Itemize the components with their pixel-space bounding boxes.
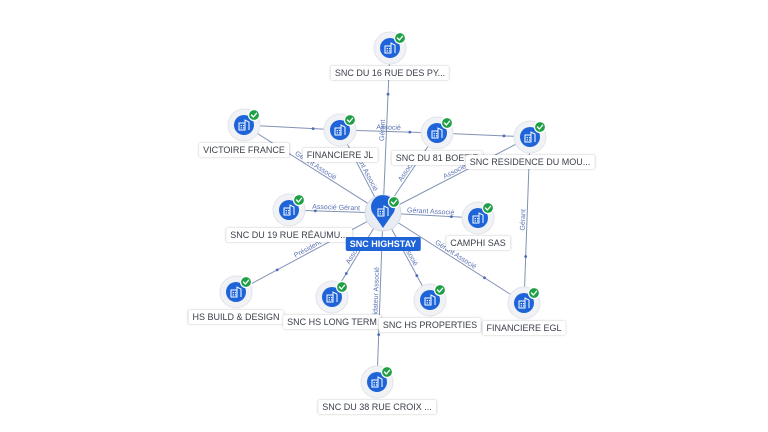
edge-arrow (386, 92, 390, 96)
check-circle-icon (440, 116, 454, 130)
check-circle-icon (239, 275, 253, 289)
node-label-egl[interactable]: FINANCIERE EGL (482, 321, 566, 335)
check-circle-icon (527, 286, 541, 300)
node-egl[interactable] (507, 286, 541, 320)
node-pyr[interactable] (373, 31, 407, 65)
edge-arrow (483, 276, 486, 280)
edge-label: Gérant (379, 119, 387, 141)
edge-label: Liquidateur Associé (372, 267, 381, 328)
check-circle-icon (533, 120, 547, 134)
node-hslt[interactable] (315, 280, 349, 314)
node-label-vic[interactable]: VICTOIRE FRANCE (199, 143, 289, 157)
node-center-highstay[interactable] (364, 194, 402, 232)
node-label-rea[interactable]: SNC DU 19 RUE RÉAUMU... (226, 228, 352, 242)
edge-label: Associé (376, 124, 401, 132)
edge-label: Gérant (520, 209, 528, 231)
building-icon (283, 204, 295, 216)
node-label-boe[interactable]: SNC DU 81 BOETIE (391, 151, 483, 165)
building-icon (238, 119, 250, 131)
edge-label: Associé (442, 163, 467, 181)
edge-arrow (408, 130, 412, 134)
nodes-layer (219, 31, 547, 399)
edge-highstay-egl (382, 212, 525, 304)
check-circle-icon (380, 365, 394, 379)
edge-label: Gérant Associé (407, 207, 455, 216)
building-icon (472, 212, 484, 224)
node-cam[interactable] (461, 201, 495, 235)
check-circle-icon (433, 283, 447, 297)
node-fjl[interactable] (323, 113, 357, 147)
edge-arrow (311, 127, 315, 130)
edge-highstay-res (382, 136, 531, 214)
node-label-cro[interactable]: SNC DU 38 RUE CROIX ... (318, 400, 436, 414)
edge-label: Associé Gérant (312, 204, 360, 213)
building-icon (518, 297, 530, 309)
node-hsb[interactable] (219, 275, 253, 309)
check-circle-icon (387, 195, 401, 209)
node-hsp[interactable] (413, 283, 447, 317)
edge-highstay-hsb (235, 212, 384, 293)
building-icon (326, 291, 338, 303)
edge-arrow (344, 272, 348, 275)
building-icon (377, 205, 389, 217)
node-label-fjl[interactable]: FINANCIERE JL (302, 148, 378, 162)
building-icon (424, 294, 436, 306)
building-icon (524, 131, 536, 143)
edge-arrow (415, 274, 419, 278)
edge-arrow (524, 255, 528, 258)
node-label-res[interactable]: SNC RESIDENCE DU MOU... (465, 155, 595, 169)
node-vic[interactable] (227, 108, 261, 142)
edge-arrow (450, 215, 453, 219)
node-cro[interactable] (360, 365, 394, 399)
edge-arrow (313, 209, 317, 213)
node-label-hsb[interactable]: HS BUILD & DESIGN (188, 310, 284, 324)
check-circle-icon (247, 108, 261, 122)
edge-arrow (502, 134, 506, 138)
building-icon (371, 376, 383, 388)
check-circle-icon (292, 193, 306, 207)
node-rea[interactable] (272, 193, 306, 227)
node-label-cam[interactable]: CAMPHI SAS (446, 236, 510, 250)
node-label-center[interactable]: SNC HIGHSTAY (345, 237, 421, 251)
node-res[interactable] (513, 120, 547, 154)
node-boe[interactable] (420, 116, 454, 150)
building-icon (334, 124, 346, 136)
check-circle-icon (343, 113, 357, 127)
node-label-hsp[interactable]: SNC HS PROPERTIES (378, 318, 482, 332)
building-icon (384, 42, 396, 54)
check-circle-icon (335, 280, 349, 294)
check-circle-icon (481, 201, 495, 215)
building-icon (431, 127, 443, 139)
node-label-hslt[interactable]: SNC HS LONG TERM (283, 315, 381, 329)
edge-highstay-vic (243, 124, 384, 214)
node-label-pyr[interactable]: SNC DU 16 RUE DES PY... (330, 66, 450, 80)
building-icon (230, 286, 242, 298)
edge-arrow (377, 333, 381, 337)
check-circle-icon (393, 31, 407, 45)
edge-arrow (275, 268, 279, 272)
edge-label: Président (293, 239, 322, 259)
